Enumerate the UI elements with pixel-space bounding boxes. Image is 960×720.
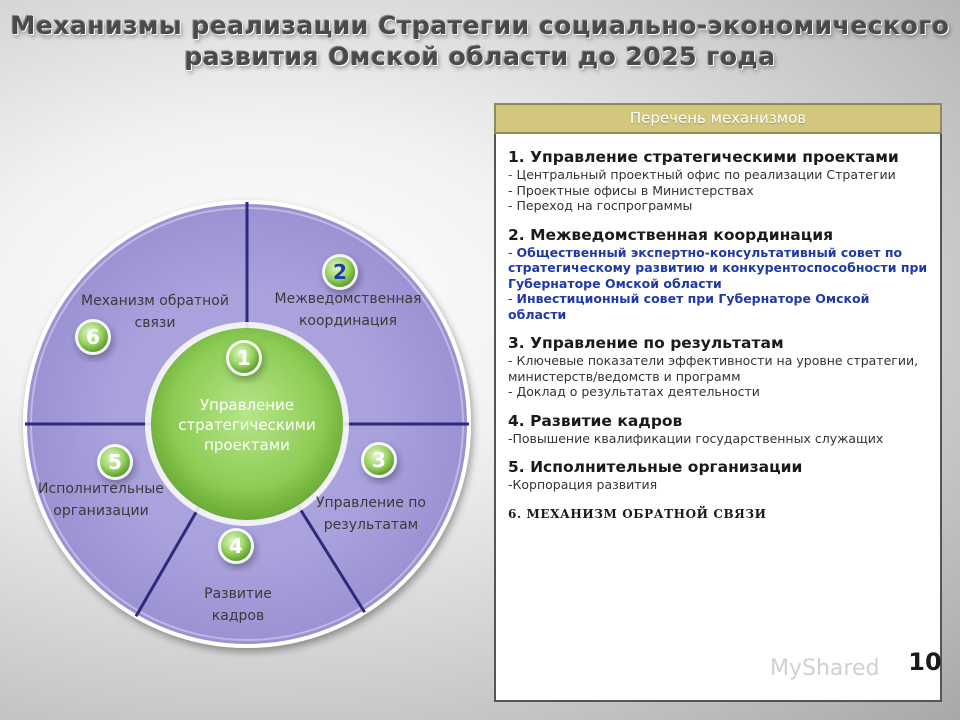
section-3-item-1: - Ключевые показатели эффективности на у… (508, 353, 919, 384)
badge-4 (221, 531, 251, 561)
slide-title: Механизмы реализации Стратегии социально… (0, 10, 960, 72)
badge-2-number: 2 (333, 260, 347, 284)
title-line-1: Механизмы реализации Стратегии социально… (10, 11, 950, 40)
section-1-item-1: - Центральный проектный офис по реализац… (508, 167, 896, 182)
badge-1-number: 1 (237, 346, 251, 370)
section-5: 5. Исполнительные организации -Корпораци… (508, 458, 930, 493)
section-6-title: 6. МЕХАНИЗМ ОБРАТНОЙ СВЯЗИ (508, 506, 767, 521)
center-circle (151, 328, 343, 520)
section-4-title: 4. Развитие кадров (508, 411, 683, 430)
badge-4-number: 4 (229, 534, 243, 558)
section-2-item-2: - Инвестиционный совет при Губернаторе О… (508, 291, 870, 322)
section-1-item-3: - Переход на госпрограммы (508, 198, 693, 213)
section-1-title: 1. Управление стратегическими проектами (508, 148, 899, 166)
badge-6 (78, 322, 108, 352)
mechanisms-list-panel: 1. Управление стратегическими проектами … (494, 134, 942, 702)
section-3-title: 3. Управление по результатам (508, 334, 784, 352)
badge-1 (229, 343, 259, 373)
section-5-item-1: -Корпорация развития (508, 477, 658, 492)
badge-3-number: 3 (372, 448, 386, 472)
page-number: 10 (908, 648, 942, 676)
badge-6-number: 6 (86, 325, 100, 349)
segment-divider (294, 501, 366, 614)
segment-divider (134, 502, 203, 618)
section-2-item-1: - Общественный экспертно-консультативный… (508, 244, 928, 291)
badge-5-number: 5 (108, 450, 122, 474)
mechanisms-list-header: Перечень механизмов (494, 103, 942, 134)
section-5-title: 5. Исполнительные организации (508, 458, 803, 476)
section-1-item-2: - Проектные офисы в Министерствах (508, 182, 754, 198)
watermark-logo: MyShared (770, 656, 880, 681)
section-6: 6. МЕХАНИЗМ ОБРАТНОЙ СВЯЗИ (508, 505, 930, 524)
section-4-item-1: -Повышение квалификации государственных … (508, 430, 884, 446)
section-4: 4. Развитие кадров -Повышение квалификац… (508, 412, 930, 447)
section-1: 1. Управление стратегическими проектами … (508, 148, 930, 214)
badge-3 (364, 445, 394, 475)
title-line-2: развития Омской области до 2025 года (184, 42, 776, 71)
section-2: 2. Межведомственная координация - Общест… (508, 226, 930, 323)
badge-2 (325, 257, 355, 287)
section-3: 3. Управление по результатам - Ключевые … (508, 334, 930, 400)
section-3-item-2: - Доклад о результатах деятельности (508, 384, 760, 399)
section-2-title: 2. Межведомственная координация (508, 225, 834, 244)
badge-5 (100, 447, 130, 477)
